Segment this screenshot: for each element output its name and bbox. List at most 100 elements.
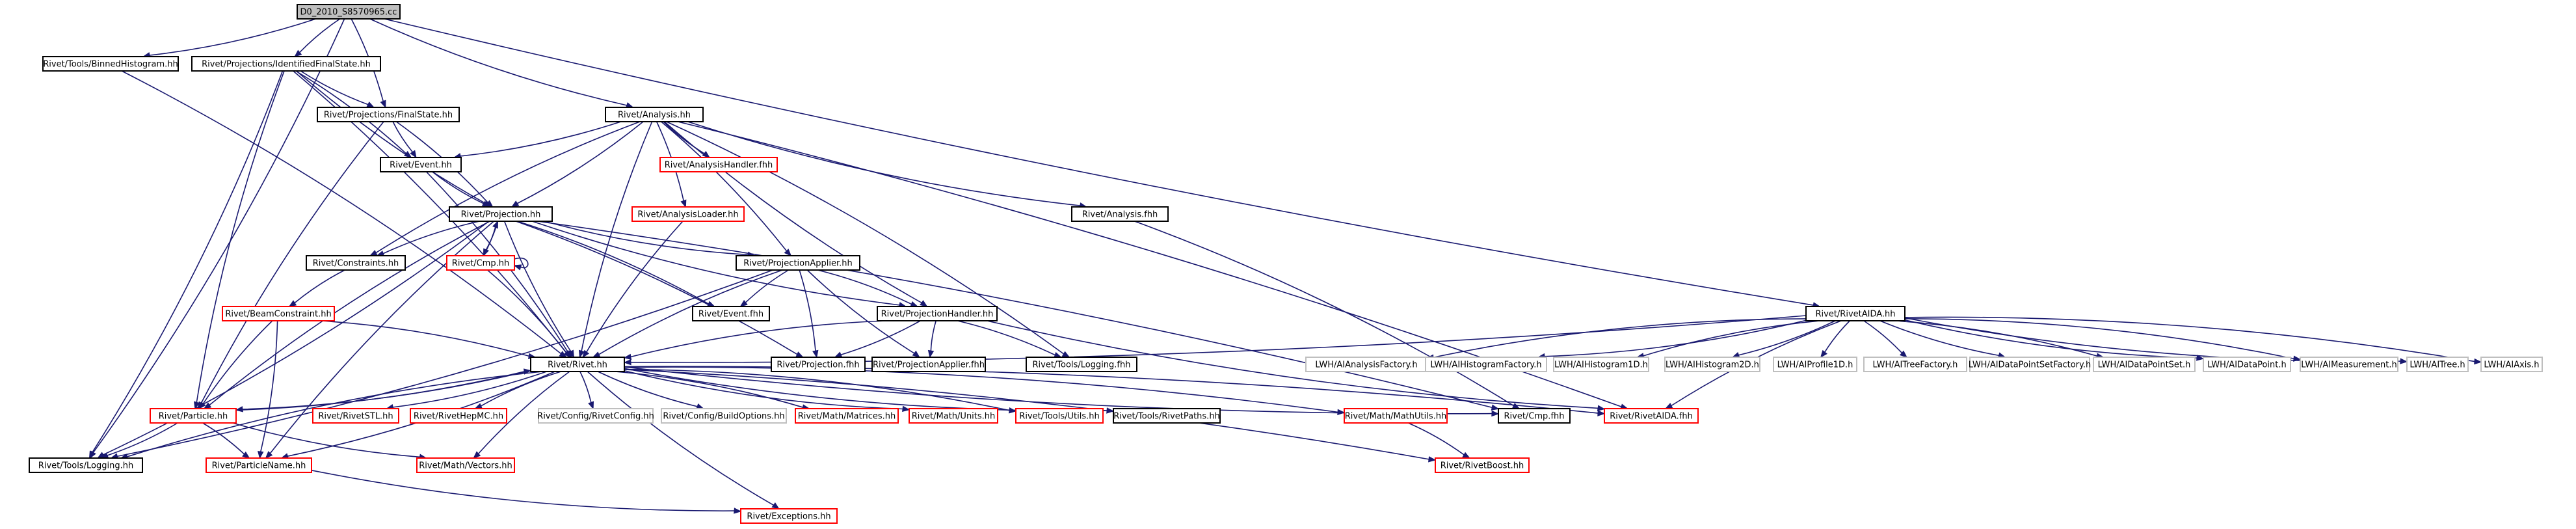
node-root[interactable]: D0_2010_S8570965.cc <box>297 4 401 20</box>
node-binned[interactable]: Rivet/Tools/BinnedHistogram.hh <box>42 56 179 72</box>
node-boost[interactable]: Rivet/RivetBoost.hh <box>1435 457 1530 473</box>
node-box <box>1435 457 1530 473</box>
node-event[interactable]: Rivet/Event.hh <box>380 157 462 172</box>
node-label: Rivet/BeamConstraint.hh <box>225 310 331 319</box>
node-box <box>1015 408 1104 424</box>
node-analysis[interactable]: Rivet/Analysis.hh <box>605 107 704 122</box>
node-box <box>416 457 515 473</box>
node-logfhh[interactable]: Rivet/Tools/Logging.fhh <box>1026 357 1137 372</box>
node-label: LWH/AIAxis.h <box>2484 360 2539 370</box>
node-pafhh[interactable]: Rivet/ProjectionApplier.fhh <box>871 357 986 372</box>
edge-root-to-rivetaida <box>384 18 1821 308</box>
edge-arrowhead <box>623 353 632 360</box>
node-label: Rivet/Cmp.hh <box>452 259 509 269</box>
edge-cmp-to-cmp <box>513 257 529 271</box>
node-label: Rivet/Projections/FinalState.hh <box>324 111 453 120</box>
node-paths[interactable]: Rivet/Tools/RivetPaths.hh <box>1113 408 1221 424</box>
node-units[interactable]: Rivet/Math/Units.hh <box>909 408 998 424</box>
edge-line <box>91 70 284 454</box>
edge-line <box>1904 319 2198 359</box>
node-vectors[interactable]: Rivet/Math/Vectors.hh <box>416 457 515 473</box>
edge-projection-to-eventfhh <box>517 221 715 307</box>
node-phandler[interactable]: Rivet/ProjectionHandler.hh <box>877 306 998 321</box>
node-pname[interactable]: Rivet/ParticleName.hh <box>206 457 312 473</box>
node-box <box>1773 357 1857 372</box>
node-cmp[interactable]: Rivet/Cmp.hh <box>446 255 515 271</box>
edge-arrowhead <box>739 299 748 307</box>
node-beamc[interactable]: Rivet/BeamConstraint.hh <box>222 306 335 321</box>
node-idp: LWH/AIDataPoint.h <box>2203 357 2291 372</box>
node-particle[interactable]: Rivet/Particle.hh <box>150 408 237 424</box>
node-afhh[interactable]: Rivet/Analysis.fhh <box>1071 206 1169 222</box>
node-eventfhh[interactable]: Rivet/Event.fhh <box>692 306 770 321</box>
edge-line <box>1543 319 1807 357</box>
node-box <box>1071 206 1169 222</box>
node-aloader[interactable]: Rivet/AnalysisLoader.hh <box>631 206 745 222</box>
node-rivethh[interactable]: Rivet/Rivet.hh <box>530 357 625 372</box>
edge-arrowhead <box>1597 410 1606 416</box>
edge-line <box>202 422 245 455</box>
edge-line <box>630 315 1807 363</box>
edge-arrowhead <box>680 199 687 208</box>
node-ip1: LWH/AIProfile1D.h <box>1773 357 1857 372</box>
node-box <box>2300 357 2398 372</box>
node-box <box>1425 357 1547 372</box>
edge-arrowhead <box>902 405 910 412</box>
edge-rivethh-to-mathutils <box>624 366 1346 416</box>
node-label: LWH/AITree.h <box>2410 360 2465 370</box>
node-imeas: LWH/AIMeasurement.h <box>2300 357 2398 372</box>
node-papplier[interactable]: Rivet/ProjectionApplier.hh <box>736 255 860 271</box>
edge-line <box>515 221 799 355</box>
edge-line <box>102 221 490 456</box>
edge-arrowhead <box>366 102 375 108</box>
edge-arrowhead <box>1597 405 1606 411</box>
edge-arrowhead <box>369 250 378 256</box>
edge-cmp-to-projection <box>483 220 499 256</box>
node-projfhh[interactable]: Rivet/Projection.fhh <box>771 357 866 372</box>
edge-line <box>200 121 384 404</box>
node-rivetaida[interactable]: Rivet/RivetAIDA.hh <box>1805 306 1905 321</box>
node-ahandler[interactable]: Rivet/AnalysisHandler.fhh <box>659 157 778 172</box>
edge-afhh-to-cmpfhh <box>1134 221 1520 409</box>
node-itree: LWH/AITree.h <box>2406 357 2469 372</box>
node-aidafhh[interactable]: Rivet/RivetAIDA.fhh <box>1604 408 1699 424</box>
node-label: Rivet/Tools/Utils.hh <box>1019 412 1099 422</box>
node-cmpfhh[interactable]: Rivet/Cmp.fhh <box>1498 408 1571 424</box>
edge-line <box>311 470 736 511</box>
node-box <box>2406 357 2469 372</box>
node-constraints[interactable]: Rivet/Constraints.hh <box>306 255 406 271</box>
edge-pname-to-exceptions <box>311 470 742 514</box>
node-box <box>446 255 515 271</box>
node-rivetstl[interactable]: Rivet/RivetSTL.hh <box>312 408 399 424</box>
node-rivetconfig: Rivet/Config/RivetConfig.hh <box>537 408 654 424</box>
node-matrices[interactable]: Rivet/Math/Matrices.hh <box>795 408 899 424</box>
edge-line <box>1407 422 1465 456</box>
edge-arrowhead <box>1428 456 1437 463</box>
node-label: LWH/AIAnalysisFactory.h <box>1315 360 1417 370</box>
edge-rivethh-to-vectors <box>473 371 570 459</box>
node-utils[interactable]: Rivet/Tools/Utils.hh <box>1015 408 1104 424</box>
node-exceptions[interactable]: Rivet/Exceptions.hh <box>740 508 838 524</box>
node-label: Rivet/Tools/Logging.hh <box>38 461 133 471</box>
node-layer: D0_2010_S8570965.ccRivet/Tools/BinnedHis… <box>29 4 2543 524</box>
edge-arrowhead <box>473 451 481 459</box>
node-projection[interactable]: Rivet/Projection.hh <box>449 206 553 222</box>
edge-rivetaida-to-ip1 <box>1820 320 1850 359</box>
node-label: Rivet/Event.fhh <box>698 310 764 319</box>
node-box <box>222 306 335 321</box>
edge-line <box>196 70 285 403</box>
node-box <box>909 408 998 424</box>
edge-arrowhead <box>1491 410 1500 417</box>
node-idfs[interactable]: Rivet/Projections/IdentifiedFinalState.h… <box>191 56 381 72</box>
node-logginghh[interactable]: Rivet/Tools/Logging.hh <box>29 457 143 473</box>
node-label: Rivet/ProjectionHandler.hh <box>881 310 994 319</box>
edge-phandler-to-aidafhh <box>987 320 1606 411</box>
edge-arrowhead <box>410 150 417 159</box>
edge-arrowhead <box>912 350 920 358</box>
node-fs[interactable]: Rivet/Projections/FinalState.hh <box>317 107 460 122</box>
node-label: Rivet/Math/Units.hh <box>912 412 996 422</box>
node-mathutils[interactable]: Rivet/Math/MathUtils.hh <box>1344 408 1448 424</box>
node-label: D0_2010_S8570965.cc <box>300 8 397 18</box>
node-hepmc[interactable]: Rivet/RivetHepMC.hh <box>410 408 507 424</box>
